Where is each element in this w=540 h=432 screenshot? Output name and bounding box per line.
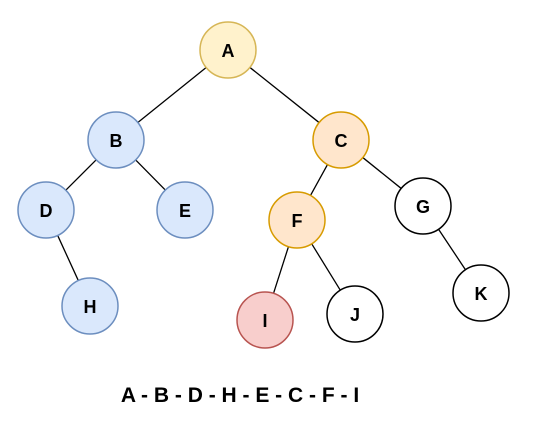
edge-d-h (57, 235, 79, 281)
node-circle-e (156, 181, 214, 239)
node-label-f: F (292, 211, 303, 231)
node-circle-f (268, 191, 326, 249)
node-circle-c (312, 111, 370, 169)
node-label-c: C (335, 131, 348, 151)
edges (57, 66, 467, 294)
node-circle-i (236, 291, 294, 349)
edge-g-k (437, 228, 467, 271)
node-label-k: K (475, 284, 488, 304)
node-label-h: H (84, 297, 97, 317)
node-d: D (17, 181, 75, 239)
node-label-b: B (110, 131, 123, 151)
node-h: H (61, 277, 119, 335)
node-label-e: E (179, 201, 191, 221)
node-k: K (452, 264, 510, 322)
node-circle-k (452, 264, 510, 322)
edge-a-c (249, 66, 320, 124)
node-label-a: A (222, 41, 235, 61)
node-circle-h (61, 277, 119, 335)
edge-a-b (137, 67, 207, 123)
nodes: A B C D E F G H I J K (17, 21, 510, 349)
edge-b-d (65, 159, 97, 191)
node-circle-d (17, 181, 75, 239)
node-i: I (236, 291, 294, 349)
node-label-d: D (40, 201, 53, 221)
node-e: E (156, 181, 214, 239)
node-label-g: G (416, 197, 430, 217)
edge-c-f (309, 164, 329, 196)
node-circle-b (87, 111, 145, 169)
node-circle-g (394, 177, 452, 235)
node-f: F (268, 191, 326, 249)
node-label-i: I (262, 311, 267, 331)
edge-f-j (311, 243, 341, 291)
node-j: J (326, 285, 384, 343)
traversal-sequence: A - B - D - H - E - C - F - I (120, 384, 360, 407)
node-b: B (87, 111, 145, 169)
node-g: G (394, 177, 452, 235)
node-c: C (312, 111, 370, 169)
edge-f-i (272, 246, 290, 294)
node-a: A (199, 21, 257, 79)
edge-b-e (135, 159, 166, 191)
node-label-j: J (350, 305, 360, 325)
node-circle-j (326, 285, 384, 343)
edge-c-g (362, 157, 402, 189)
node-circle-a (199, 21, 257, 79)
